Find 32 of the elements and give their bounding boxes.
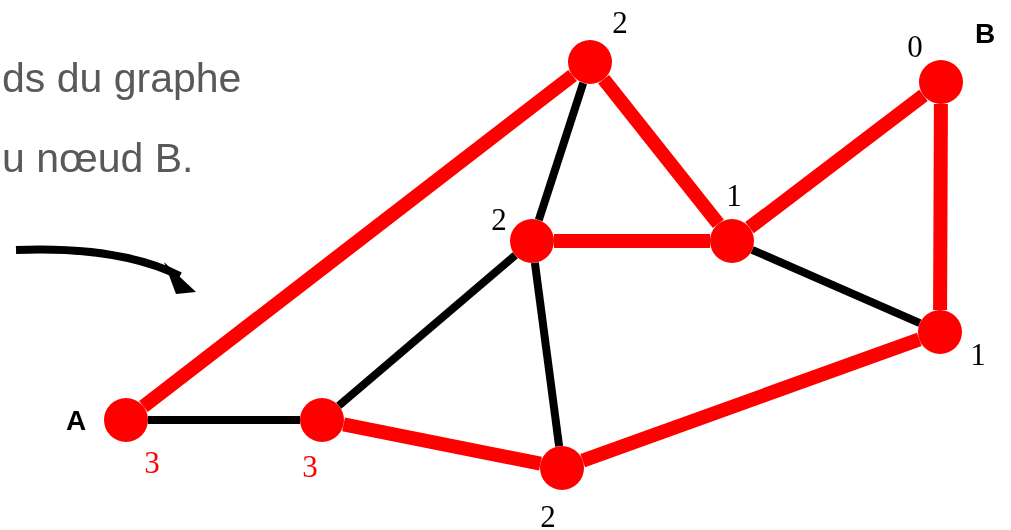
node-name: B xyxy=(974,20,996,48)
node-distance: 1 xyxy=(970,338,986,370)
graph-node-circle xyxy=(918,310,962,354)
node-distance: 3 xyxy=(302,450,318,482)
graph-node-circle xyxy=(568,40,612,84)
node-distance: 2 xyxy=(540,500,556,530)
graph-edge xyxy=(745,89,928,234)
graph-edge xyxy=(580,332,922,468)
graph-node-circle xyxy=(300,398,344,442)
graph-edge xyxy=(530,262,564,447)
graph-edge xyxy=(139,69,577,413)
graph-edge xyxy=(148,416,300,424)
node-name: A xyxy=(65,407,87,435)
node-distance: 0 xyxy=(907,30,923,62)
graph-edge xyxy=(554,234,710,248)
graph-node-circle xyxy=(919,60,963,104)
graph-edge xyxy=(336,252,518,409)
graph-edge xyxy=(750,246,922,327)
graph-node-circle xyxy=(510,219,554,263)
graph-edge xyxy=(933,103,948,311)
graph-edge xyxy=(342,417,542,471)
graph-node-circle xyxy=(540,446,584,490)
node-distance: 2 xyxy=(491,203,507,235)
graph-edge xyxy=(598,74,724,229)
node-distance: 3 xyxy=(144,446,160,478)
node-distance: 1 xyxy=(726,179,742,211)
text-line: u nœud B. xyxy=(2,138,194,179)
node-distance: 2 xyxy=(612,6,628,38)
graph-node-circle xyxy=(710,219,754,263)
graph-edge xyxy=(534,81,588,222)
text-line: ds du graphe xyxy=(2,58,242,99)
graph-node-circle xyxy=(104,398,148,442)
